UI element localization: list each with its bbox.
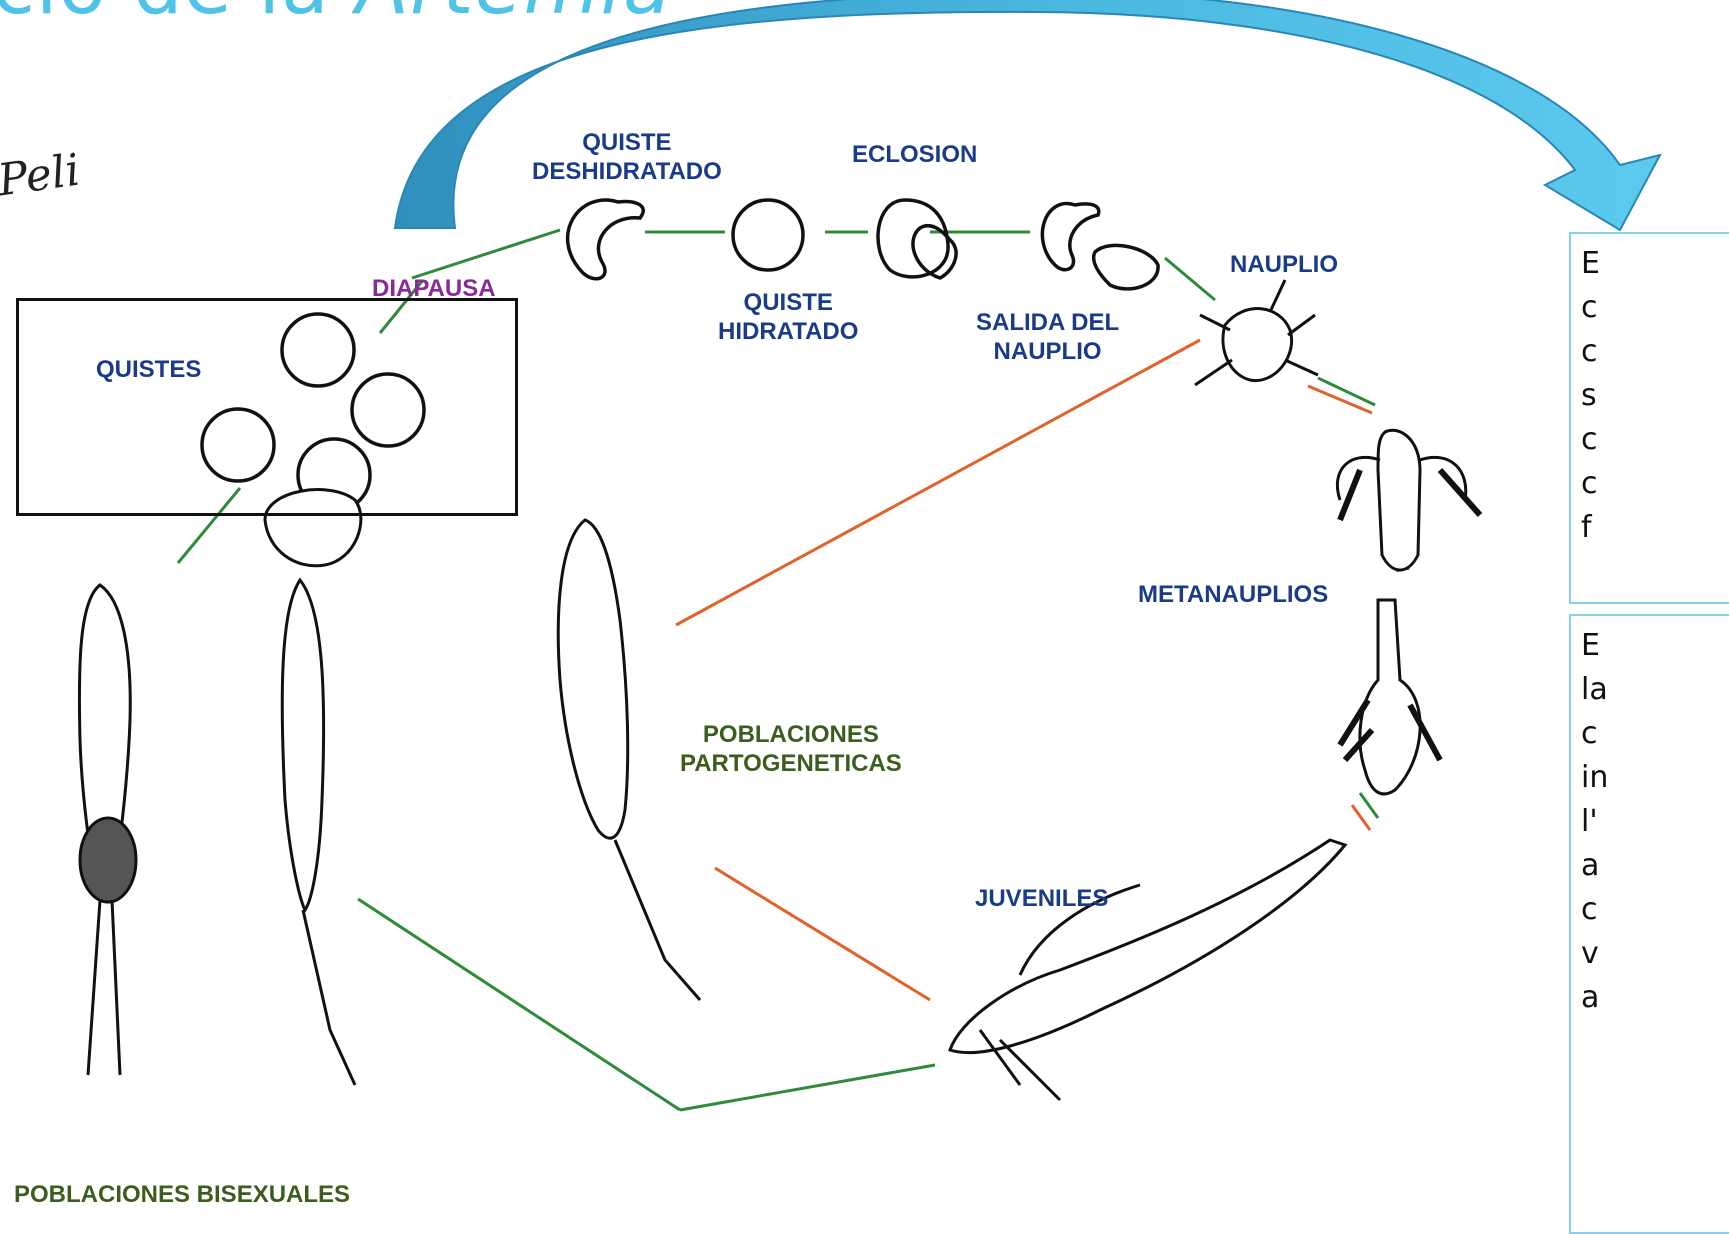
nauplius-emerging <box>1042 204 1158 289</box>
label-diapausa: DIAPAUSA <box>372 274 496 303</box>
nauplius-drawing <box>1195 280 1318 385</box>
dehydrated-cyst <box>568 200 644 279</box>
cyst-stages <box>568 200 1158 289</box>
label-poblaciones-bisexuales: POBLACIONES BISEXUALES <box>14 1180 350 1209</box>
metanauplius-1-drawing <box>1337 430 1480 570</box>
label-nauplio: NAUPLIO <box>1230 250 1338 279</box>
cysts-frame <box>16 298 518 516</box>
hatching-cyst <box>878 200 956 278</box>
hydrated-cyst <box>733 200 803 270</box>
label-quistes: QUISTES <box>96 355 201 384</box>
cycle-arrow <box>395 0 1660 230</box>
label-juveniles: JUVENILES <box>975 884 1108 913</box>
label-eclosion: ECLOSION <box>852 140 977 169</box>
label-metanauplios: METANAUPLIOS <box>1138 580 1328 609</box>
metanauplius-2-drawing <box>1340 600 1440 794</box>
juvenile-drawing <box>950 840 1345 1100</box>
bisexual-male-drawing <box>265 490 361 1085</box>
bisexual-female-drawing <box>79 585 136 1075</box>
parthenogenetic-drawing <box>558 520 700 1000</box>
